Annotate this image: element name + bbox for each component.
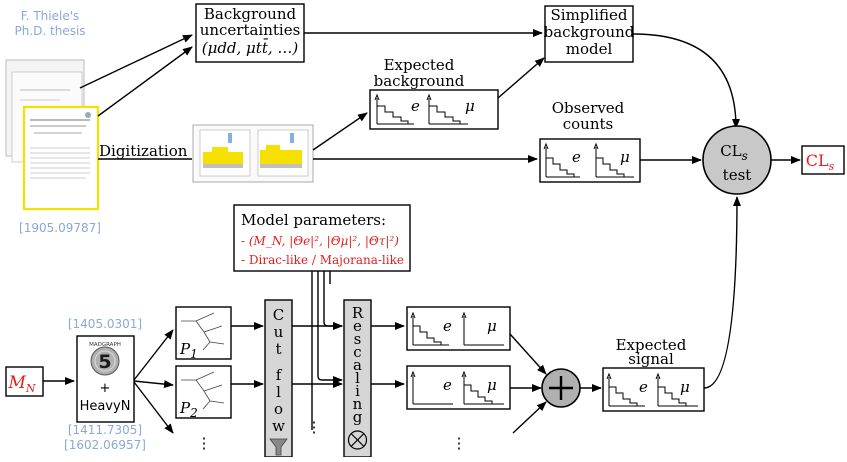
process-box-p2 (175, 365, 232, 419)
signal-p1-mu-label: μ (487, 317, 497, 335)
madgraph-logo-icon: MADGRAPH 5 (89, 342, 121, 376)
svg-text:w: w (272, 417, 285, 435)
sum-node-icon (541, 368, 581, 408)
thesis-ref: [1905.09787] (19, 221, 101, 235)
svg-text:g: g (353, 408, 363, 426)
expected-signal-line2: signal (628, 350, 674, 368)
params-more-dots: ⋮ (307, 418, 322, 436)
thesis-pages-icon (5, 59, 100, 211)
observed-mu-label: μ (620, 148, 630, 166)
bg-unc-line1: Background (204, 5, 297, 23)
observed-hist-e (543, 142, 580, 178)
bg-unc-params: (μdd, μtt̄, …) (202, 39, 299, 57)
signal-p1-hist-mu (461, 311, 504, 346)
signal-p2-mu-label: μ (487, 376, 497, 394)
svg-text:C: C (273, 306, 284, 324)
svg-text:MADGRAPH: MADGRAPH (89, 342, 121, 348)
svg-text:u: u (274, 323, 284, 341)
svg-text:s: s (354, 330, 362, 348)
background-uncertainties-box (195, 3, 305, 63)
observed-line2: counts (563, 115, 613, 133)
simplified-background-model-box (544, 5, 634, 63)
svg-text:e: e (353, 317, 362, 335)
expected-signal-line1: Expected (616, 336, 687, 354)
svg-text:o: o (274, 400, 283, 418)
process-p2-label: P2 (179, 399, 198, 420)
cls-output-box (801, 145, 845, 175)
cut-flow-text: C u t f l o w (272, 306, 285, 435)
digitization-label: Digitization (99, 142, 188, 160)
expected-signal-e-label: e (639, 378, 648, 396)
filter-funnel-icon (269, 438, 288, 456)
expected-signal-histograms (602, 367, 705, 412)
model-parameters-nature: - Dirac-like / Majorana-like (241, 253, 404, 267)
svg-text:l: l (355, 369, 360, 387)
sbm-line3: model (566, 40, 613, 58)
observed-line1: Observed (552, 99, 625, 117)
process-more-dots: ⋮ (197, 434, 212, 452)
mn-input-label: MN (7, 373, 35, 395)
model-parameters-title: Model parameters: (241, 211, 386, 229)
process-p1-label: P1 (179, 340, 198, 361)
cls-test-label: CLs (720, 142, 748, 163)
madgraph-ref: [1405.0301] (68, 317, 142, 331)
expected-background-histograms (369, 89, 499, 130)
model-parameters-box (233, 204, 411, 272)
signal-p2-hist-mu (461, 370, 504, 405)
svg-text:5: 5 (98, 351, 111, 373)
heavyn-ref1: [1411.7305] (68, 423, 142, 437)
svg-text:l: l (276, 383, 281, 401)
rescaling-text: R e s c a l i n g (352, 304, 364, 426)
observed-hist-mu (593, 142, 634, 178)
cls-test-word: test (723, 166, 752, 184)
process-box-p1 (175, 306, 232, 360)
multiply-icon (347, 430, 368, 450)
signal-p1-e-label: e (443, 317, 452, 335)
digitized-plots-thumbnail (192, 124, 314, 183)
signal-histograms-p2 (406, 365, 511, 410)
model-parameters-couplings: - (M_N, |Θe|², |Θμ|², |Θτ|²) (241, 234, 399, 248)
thesis-author: F. Thiele's (21, 9, 80, 23)
signal-p2-hist-e (410, 370, 453, 405)
expected-signal-hist-e (606, 372, 645, 407)
svg-text:c: c (353, 343, 361, 361)
bg-unc-line2: uncertainties (200, 21, 301, 39)
heavyn-label: HeavyN (80, 399, 131, 414)
observed-e-label: e (572, 148, 581, 166)
sbm-line1: Simplified (551, 6, 628, 24)
expected-bg-line1: Expected (384, 56, 455, 74)
signal-more-dots: ⋮ (452, 434, 467, 452)
signal-p1-hist-e (410, 311, 449, 346)
signal-histograms-p1 (406, 306, 511, 351)
cls-output-label: CLs (806, 151, 835, 173)
expected-bg-hist-e (374, 93, 414, 125)
expected-bg-line2: background (374, 72, 465, 90)
madgraph-plus: + (100, 381, 111, 396)
expected-bg-hist-mu (426, 93, 468, 125)
expected-bg-mu-label: μ (465, 97, 475, 115)
rescaling-column (343, 299, 372, 458)
expected-signal-hist-mu (655, 372, 698, 407)
sbm-line2: background (544, 23, 635, 41)
expected-signal-mu-label: μ (680, 378, 690, 396)
svg-text:n: n (353, 395, 363, 413)
feynman-diagram-p2-icon (181, 371, 225, 410)
svg-text:t: t (275, 340, 281, 358)
heavyn-ref2: [1602.06957] (64, 438, 146, 452)
thesis-type: Ph.D. thesis (14, 24, 85, 38)
signal-p2-e-label: e (443, 376, 452, 394)
expected-bg-e-label: e (411, 97, 420, 115)
svg-text:a: a (353, 356, 362, 374)
svg-text:i: i (355, 382, 360, 400)
svg-text:f: f (276, 366, 283, 384)
feynman-diagram-p1-icon (181, 312, 225, 351)
svg-text:R: R (352, 304, 364, 322)
